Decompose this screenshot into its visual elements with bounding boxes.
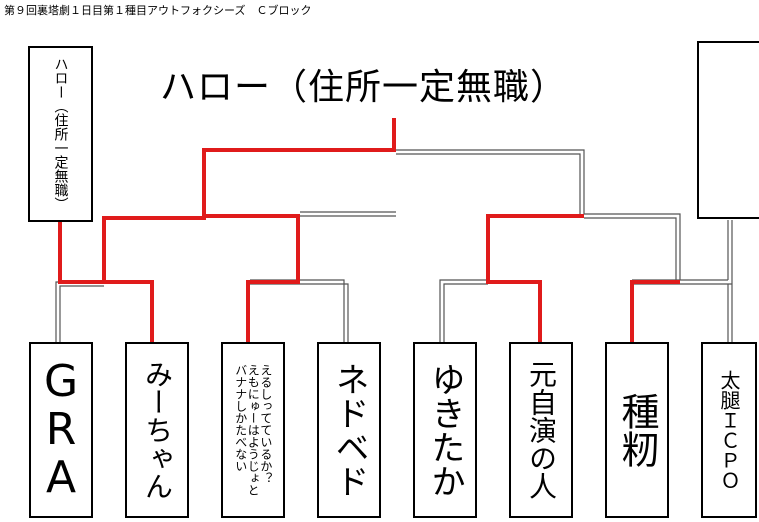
entrant-nedobedo: ネドベド xyxy=(317,342,381,518)
entrant-tanemomi-label: 種籾 xyxy=(615,392,659,468)
page-title: 第９回裏塔劇１日目第１種目アウトフォクシーズ Ｃブロック xyxy=(4,4,312,17)
entrant-gra: G R A xyxy=(29,342,93,518)
entrant-gra-letter-1: G xyxy=(43,356,79,407)
entrant-tanemomi: 種籾 xyxy=(605,342,669,518)
winner-small-label: ハロー（住所一定無職） xyxy=(52,57,69,211)
entrant-gra-letter-2: R xyxy=(45,404,77,455)
entrant-elshitte: えるしってているか？ えもにゅーはようじょと バナナしかたべない xyxy=(221,342,285,518)
entrant-elshitte-label: えるしってているか？ えもにゅーはようじょと バナナしかたべない xyxy=(233,364,273,496)
entrant-yukitaka-label: ゆきたか xyxy=(425,362,465,498)
entrant-yukitaka: ゆきたか xyxy=(413,342,477,518)
entrant-mototsuen: 元自演の人 xyxy=(509,342,573,518)
winning-paths xyxy=(58,118,680,342)
champion-label: ハロー（住所一定無職） xyxy=(160,67,568,108)
entrant-futomomo: 太腿ＩＣＰＯ xyxy=(701,342,757,518)
empty-box xyxy=(697,41,759,219)
entrant-nedobedo-label: ネドベド xyxy=(329,362,369,498)
entrant-gra-letter-3: A xyxy=(45,452,77,503)
entrant-miichan-label: みーちゃん xyxy=(141,360,174,500)
entrant-mototsuen-label: 元自演の人 xyxy=(525,360,558,500)
entrant-miichan: みーちゃん xyxy=(125,342,189,518)
winner-small-box: ハロー（住所一定無職） xyxy=(28,46,93,222)
entrant-futomomo-label: 太腿ＩＣＰＯ xyxy=(717,370,741,490)
